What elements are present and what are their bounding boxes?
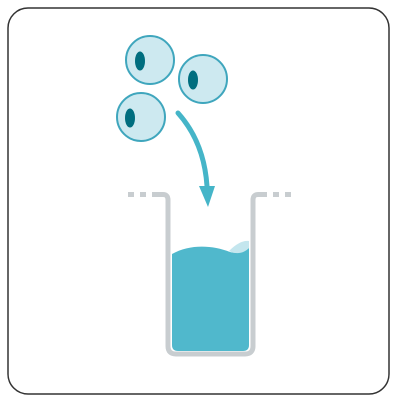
beaker-rim-right xyxy=(261,192,291,197)
cell-right-icon xyxy=(179,55,227,103)
beaker-rim-left xyxy=(128,192,158,197)
cell-left-icon xyxy=(117,93,165,141)
beaker-liquid xyxy=(172,247,249,351)
cell-top-icon xyxy=(126,36,174,84)
